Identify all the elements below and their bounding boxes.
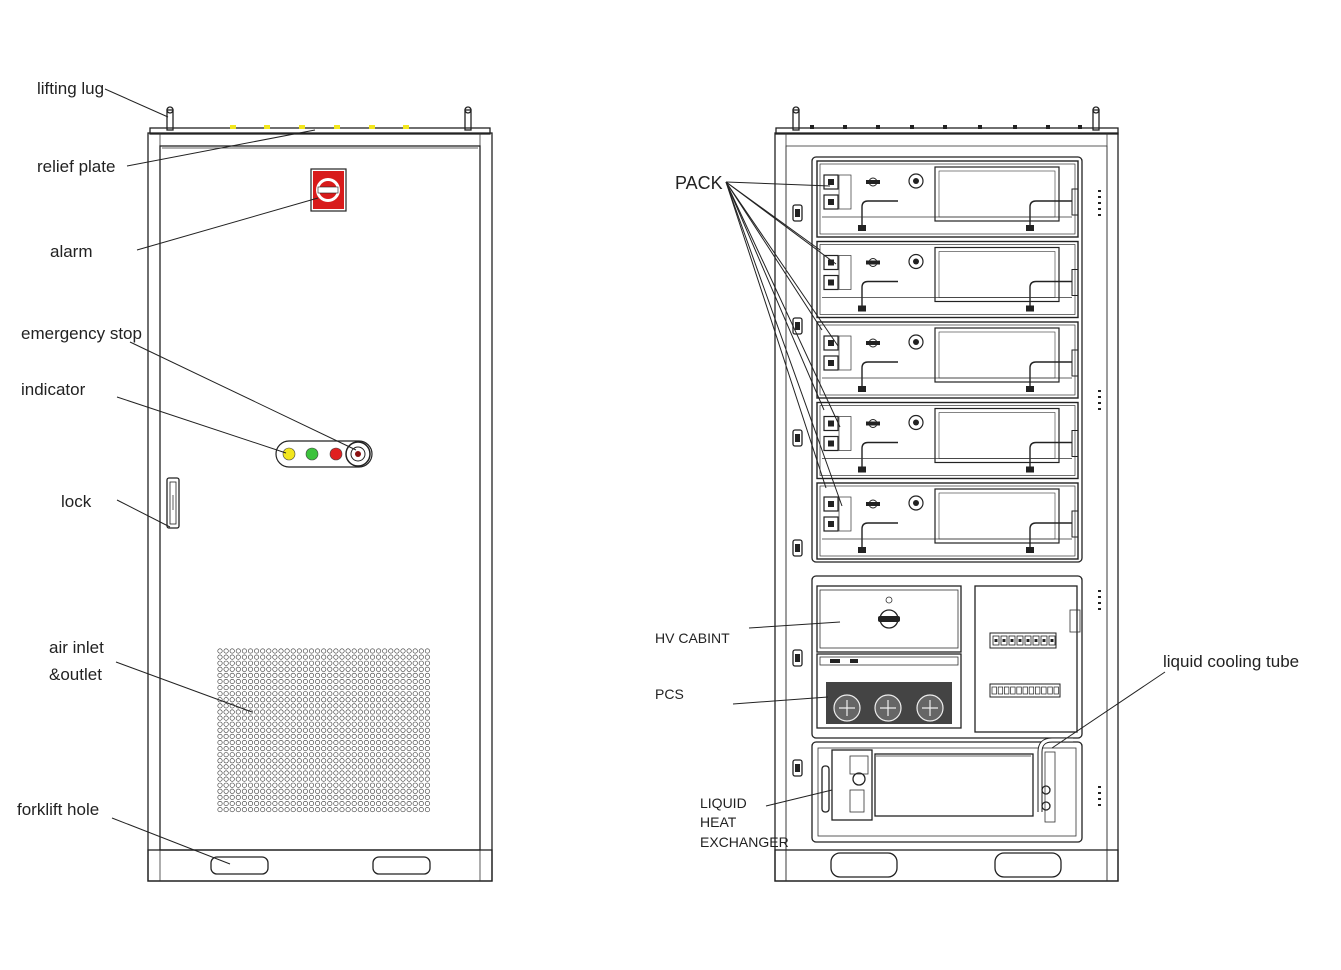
alarm-icon <box>310 168 347 212</box>
label-lifting-lug: lifting lug <box>37 79 104 98</box>
label-hv-cabinet: HV CABINT <box>655 630 730 646</box>
air-vent-grille <box>217 648 430 813</box>
roof-plate <box>149 127 491 135</box>
roof-bolt <box>1078 125 1082 129</box>
lifting-lug-right <box>464 106 472 131</box>
label-air-inlet: air inlet <box>49 638 104 657</box>
battery-pack <box>816 482 1079 560</box>
emergency-stop-button[interactable] <box>345 441 371 467</box>
battery-pack <box>816 160 1079 238</box>
label-pack: PACK <box>675 173 723 193</box>
liquid-cooling-tube <box>1037 737 1073 812</box>
door-lock[interactable] <box>166 477 180 529</box>
roof-marker <box>230 125 236 129</box>
indicator-light-red <box>329 447 343 461</box>
battery-pack <box>816 401 1079 480</box>
roof-bolt <box>1013 125 1017 129</box>
cabinet-base <box>147 849 493 882</box>
roof-marker <box>299 125 305 129</box>
roof-bolts <box>810 125 1082 129</box>
breaker-panel <box>974 585 1081 733</box>
roof-bolt <box>943 125 947 129</box>
roof-bolt <box>1046 125 1050 129</box>
label-emergency-stop: emergency stop <box>21 324 142 343</box>
roof-marker <box>264 125 270 129</box>
side-mount-holes <box>1098 190 1101 806</box>
roof-marker <box>334 125 340 129</box>
front-view: lifting lug relief plate alarm emergency… <box>17 79 493 882</box>
label-liquid-cooling-tube: liquid cooling tube <box>1163 652 1299 671</box>
electrical-section <box>811 575 1083 739</box>
pcs-unit <box>816 653 962 729</box>
roof-bolt <box>876 125 880 129</box>
battery-pack <box>816 240 1079 319</box>
label-forklift-hole: forklift hole <box>17 800 99 819</box>
forklift-hole-left-interior <box>830 852 898 878</box>
label-alarm: alarm <box>50 242 93 261</box>
interior-view: PACK HV CABINT PCS liquid cooling tube L… <box>655 106 1299 882</box>
label-lock: lock <box>61 492 92 511</box>
lifting-lug-left <box>166 106 174 131</box>
cabinet-base-interior <box>774 849 1119 882</box>
label-air-outlet: &outlet <box>49 665 102 684</box>
label-indicator: indicator <box>21 380 86 399</box>
label-heat: HEAT <box>700 814 737 830</box>
roof-markers <box>230 125 409 129</box>
roof-bolt <box>978 125 982 129</box>
liquid-heat-exchanger <box>811 741 1083 843</box>
lifting-lug-left-interior <box>792 106 800 131</box>
roof-bolt <box>843 125 847 129</box>
indicator-panel <box>275 440 373 468</box>
indicator-light-yellow <box>282 447 296 461</box>
battery-rack <box>811 156 1083 563</box>
pack-leader-lines <box>725 181 843 507</box>
hv-rotary-switch-icon <box>878 609 900 629</box>
label-liquid: LIQUID <box>700 795 747 811</box>
battery-pack <box>816 321 1079 399</box>
hv-cabinet <box>816 585 962 653</box>
lifting-lug-right-interior <box>1092 106 1100 131</box>
forklift-hole-right <box>372 856 431 875</box>
label-relief-plate: relief plate <box>37 157 115 176</box>
roof-marker <box>369 125 375 129</box>
roof-bolt <box>810 125 814 129</box>
battery-packs <box>816 160 1079 560</box>
label-pcs: PCS <box>655 686 684 702</box>
forklift-hole-right-interior <box>994 852 1062 878</box>
label-exchanger: EXCHANGER <box>700 834 789 850</box>
indicator-light-green <box>305 447 319 461</box>
roof-bolt <box>910 125 914 129</box>
pcs-fans <box>833 694 944 722</box>
forklift-hole-left <box>210 856 269 875</box>
roof-marker <box>403 125 409 129</box>
